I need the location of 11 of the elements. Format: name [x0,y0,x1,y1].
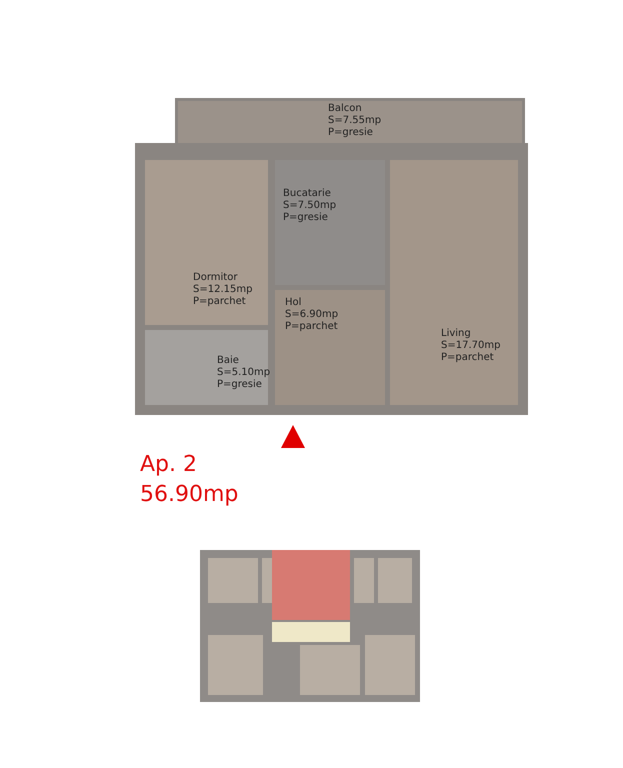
room-area [145,330,268,405]
room-label: Dormitor S=12.15mp P=parchet [193,272,252,308]
room-label: Hol S=6.90mp P=parchet [285,297,338,333]
apartment-area: 56.90mp [140,482,238,507]
room-area [145,160,268,325]
room-label: Balcon S=7.55mp P=gresie [328,103,382,139]
apartment-number: Ap. 2 [140,452,197,477]
room-label: Bucatarie S=7.50mp P=gresie [283,188,336,224]
room-area [390,160,518,405]
room-label: Living S=17.70mp P=parchet [441,328,500,364]
room-label: Baie S=5.10mp P=gresie [217,355,270,391]
